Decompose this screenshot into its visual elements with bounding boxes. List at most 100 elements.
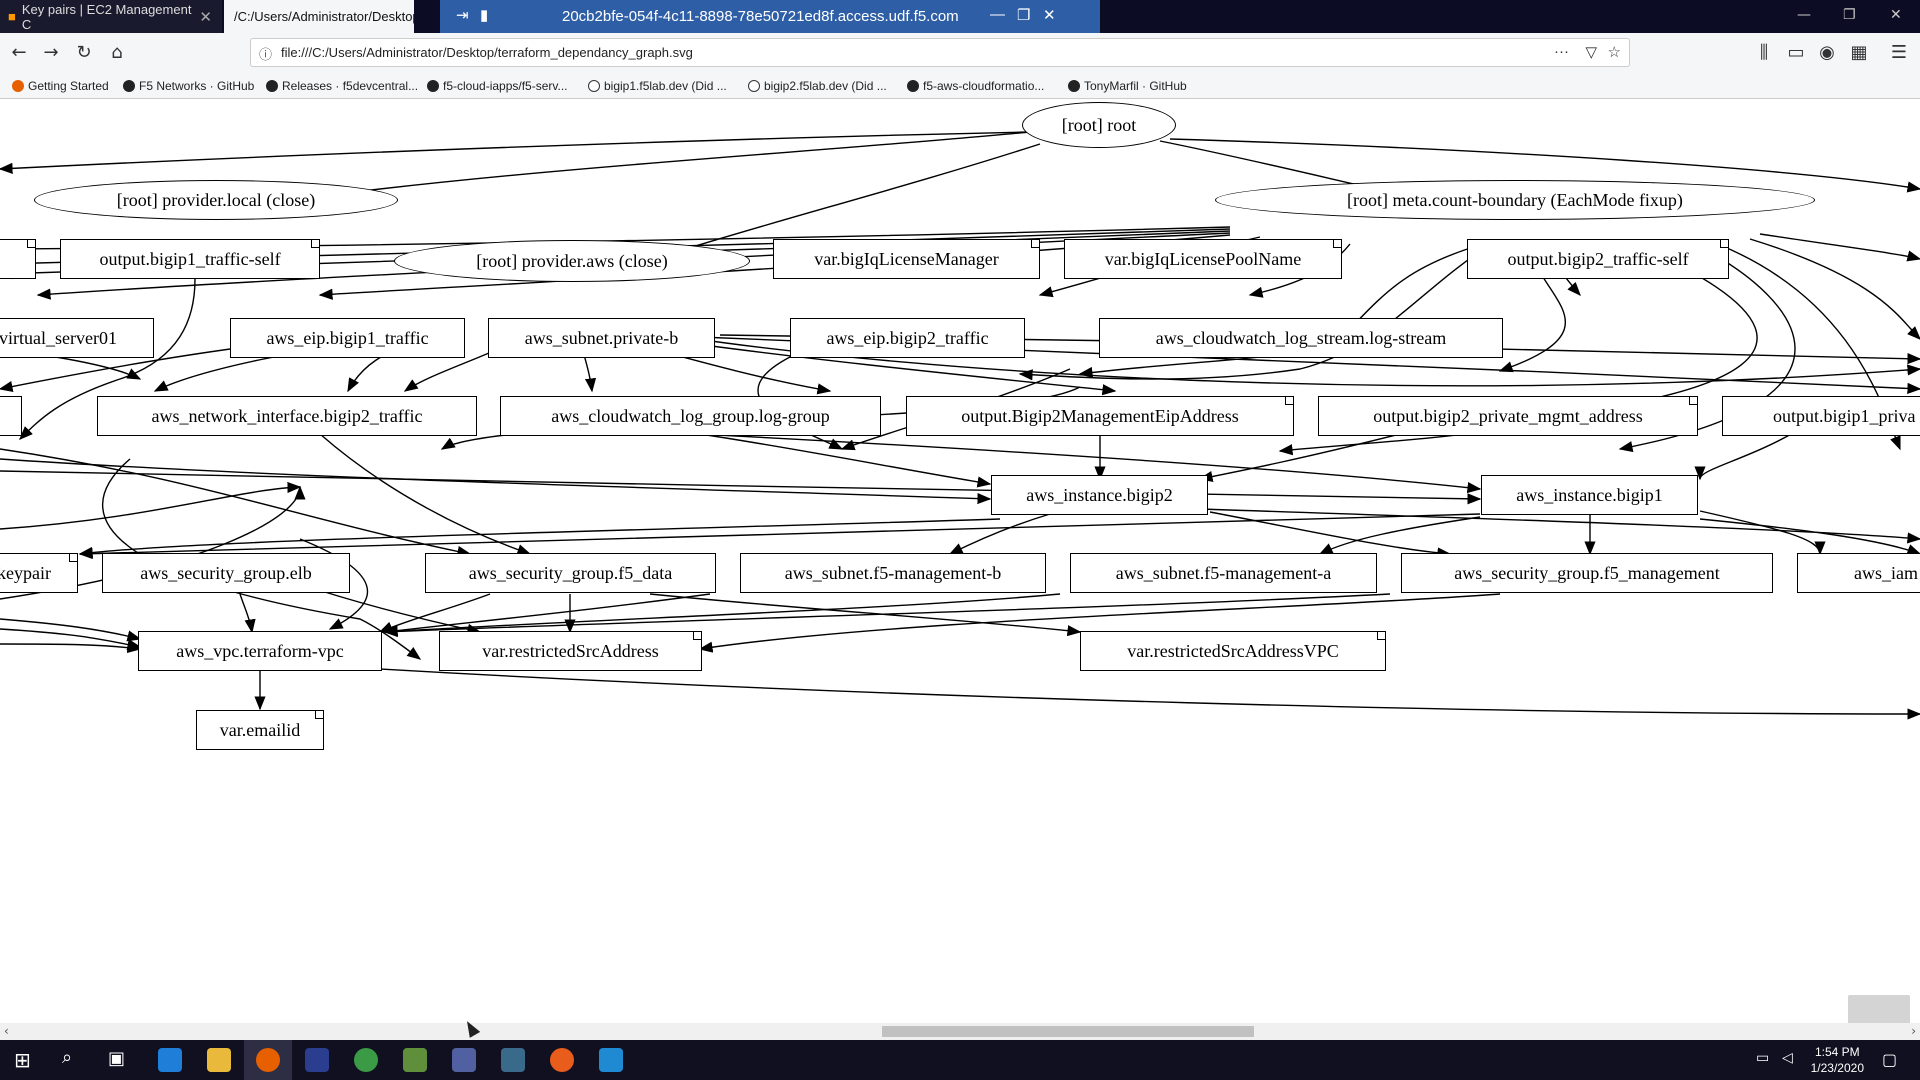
node-instance-bigip1[interactable]: aws_instance.bigip1: [1481, 475, 1698, 515]
node-instance-bigip2[interactable]: aws_instance.bigip2: [991, 475, 1208, 515]
url-bar[interactable]: ⓘ file:///C:/Users/Administrator/Desktop…: [250, 38, 1630, 67]
node-root[interactable]: [root] root: [1022, 102, 1176, 148]
globe-icon: [748, 80, 760, 92]
github-icon: [427, 80, 439, 92]
node-cloudwatch-log-stream[interactable]: aws_cloudwatch_log_stream.log-stream: [1099, 318, 1503, 358]
node-var-restricted-src-address-vpc[interactable]: var.restrictedSrcAddressVPC: [1080, 631, 1386, 671]
task-view-icon[interactable]: ▣: [108, 1048, 126, 1069]
node-cloudwatch-log-group[interactable]: aws_cloudwatch_log_group.log-group: [500, 396, 881, 436]
forward-icon[interactable]: →: [43, 42, 59, 63]
node-sg-f5-data[interactable]: aws_security_group.f5_data: [425, 553, 716, 593]
notifications-icon[interactable]: ▢: [1882, 1050, 1898, 1069]
pin-icon[interactable]: ⇥: [456, 7, 469, 24]
node-var-bigiq-license-manager[interactable]: var.bigIqLicenseManager: [773, 239, 1040, 279]
library-icon[interactable]: ⫼: [1759, 42, 1769, 63]
remote-session-bar: ⇥ ▮ 20cb2bfe-054f-4c11-8898-78e50721ed8f…: [440, 0, 1100, 33]
node-sg-elb[interactable]: aws_security_group.elb: [102, 553, 350, 593]
window-close-icon[interactable]: ✕: [1890, 7, 1902, 23]
node-subnet-f5-management-a[interactable]: aws_subnet.f5-management-a: [1070, 553, 1377, 593]
clock-time: 1:54 PM: [1814, 1045, 1860, 1059]
horizontal-scrollbar[interactable]: ‹ ›: [0, 1023, 1920, 1040]
node-eip-bigip2-traffic[interactable]: aws_eip.bigip2_traffic: [790, 318, 1025, 358]
clock[interactable]: 1:54 PM 1/23/2020: [1811, 1044, 1864, 1076]
window-restore-icon[interactable]: ❐: [1843, 7, 1856, 23]
bookmark-item[interactable]: f5-aws-cloudformatio...: [907, 79, 1044, 93]
scroll-right-icon[interactable]: ›: [1911, 1024, 1916, 1038]
scroll-left-icon[interactable]: ‹: [4, 1024, 9, 1038]
node-meta-count-boundary[interactable]: [root] meta.count-boundary (EachMode fix…: [1215, 180, 1815, 220]
scrollbar-thumb[interactable]: [882, 1026, 1254, 1037]
node-subnet-private-b[interactable]: aws_subnet.private-b: [488, 318, 715, 358]
node-output-bigip2-traffic-self[interactable]: output.bigip2_traffic-self: [1467, 239, 1729, 279]
node-iam[interactable]: aws_iam: [1797, 553, 1920, 593]
node-sg-f5-management[interactable]: aws_security_group.f5_management: [1401, 553, 1773, 593]
node-subnet-f5-management-b[interactable]: aws_subnet.f5-management-b: [740, 553, 1046, 593]
bookmark-item[interactable]: f5-cloud-iapps/f5-serv...: [427, 79, 568, 93]
graph-viewport: [root] root [root] provider.local (close…: [0, 99, 1920, 1023]
server-manager-icon[interactable]: [501, 1048, 525, 1072]
url-text[interactable]: file:///C:/Users/Administrator/Desktop/t…: [281, 45, 693, 60]
internet-explorer-icon[interactable]: [158, 1048, 182, 1072]
window-minimize-icon[interactable]: —: [1797, 7, 1811, 23]
node-virtual-server[interactable]: virtual_server01: [0, 318, 154, 358]
github-icon: [907, 80, 919, 92]
bookmark-item[interactable]: bigip1.f5lab.dev (Did ...: [588, 79, 727, 93]
back-icon[interactable]: ←: [11, 42, 27, 63]
node-var-emailid[interactable]: var.emailid: [196, 710, 324, 750]
node-output-bigip1-traffic-self[interactable]: output.bigip1_traffic-self: [60, 239, 320, 279]
node-var-bigiq-license-pool[interactable]: var.bigIqLicensePoolName: [1064, 239, 1342, 279]
tab-ec2-key-pairs[interactable]: ■ Key pairs | EC2 Management C ✕: [0, 0, 222, 33]
vscode-icon[interactable]: [599, 1048, 623, 1072]
bookmark-item[interactable]: Getting Started: [12, 79, 109, 93]
sidebar-icon[interactable]: ▭: [1787, 42, 1805, 63]
reload-icon[interactable]: ↻: [76, 42, 92, 63]
bookmark-item[interactable]: Releases · f5devcentral...: [266, 79, 418, 93]
node-network-interface-bigip2-traffic[interactable]: aws_network_interface.bigip2_traffic: [97, 396, 477, 436]
github-icon: [266, 80, 278, 92]
account-icon[interactable]: ◉: [1819, 42, 1835, 63]
bookmark-star-icon[interactable]: ☆: [1607, 44, 1621, 61]
menu-icon[interactable]: ☰: [1890, 42, 1908, 63]
bookmark-item[interactable]: bigip2.f5lab.dev (Did ...: [748, 79, 887, 93]
chrome-icon[interactable]: [354, 1048, 378, 1072]
tab-favicon-icon: ■: [8, 9, 16, 24]
node-var-restricted-src-address[interactable]: var.restrictedSrcAddress: [439, 631, 702, 671]
pocket-icon[interactable]: ▽: [1585, 44, 1597, 61]
node-provider-aws[interactable]: [root] provider.aws (close): [394, 240, 750, 282]
node-partial[interactable]: [0, 396, 22, 436]
restore-icon[interactable]: ❐: [1017, 7, 1031, 24]
windows-start-icon[interactable]: ⊞: [14, 1048, 31, 1072]
search-icon[interactable]: ⌕: [62, 1047, 73, 1068]
node-partial[interactable]: [0, 239, 36, 279]
powershell-icon[interactable]: [305, 1048, 329, 1072]
close-icon[interactable]: ✕: [1043, 7, 1056, 24]
network-icon[interactable]: ▭: [1756, 1050, 1770, 1066]
node-eip-bigip1-traffic[interactable]: aws_eip.bigip1_traffic: [230, 318, 465, 358]
node-vpc-terraform-vpc[interactable]: aws_vpc.terraform-vpc: [138, 631, 382, 671]
bookmark-item[interactable]: TonyMarfil · GitHub: [1068, 79, 1187, 93]
info-icon[interactable]: ⓘ: [259, 47, 273, 62]
volume-icon[interactable]: ◁: [1782, 1050, 1793, 1066]
tab-dependency-graph[interactable]: /C:/Users/Administrator/Desktop: [224, 0, 414, 33]
github-icon: [123, 80, 135, 92]
node-output-bigip1-private[interactable]: output.bigip1_priva: [1722, 396, 1920, 436]
title-bar: ■ Key pairs | EC2 Management C ✕ /C:/Use…: [0, 0, 1920, 33]
tab-label: /C:/Users/Administrator/Desktop: [234, 9, 414, 24]
taskbar: ⊞ ⌕ ▣ ▭ ◁ 1:54 PM 1/23/2020 ▢: [0, 1040, 1920, 1080]
firefox-icon[interactable]: [256, 1048, 280, 1072]
minimize-icon[interactable]: —: [990, 6, 1005, 23]
remote-desktop-icon[interactable]: [452, 1048, 476, 1072]
notepad-icon[interactable]: [403, 1048, 427, 1072]
extensions-icon[interactable]: ▦: [1850, 42, 1868, 63]
floating-toolbar[interactable]: [1848, 995, 1910, 1025]
postman-icon[interactable]: [550, 1048, 574, 1072]
close-icon[interactable]: ✕: [199, 8, 212, 26]
bookmark-item[interactable]: F5 Networks · GitHub: [123, 79, 254, 93]
page-actions-icon[interactable]: ···: [1554, 43, 1569, 60]
file-explorer-icon[interactable]: [207, 1048, 231, 1072]
node-output-bigip2-private-mgmt[interactable]: output.bigip2_private_mgmt_address: [1318, 396, 1698, 436]
node-provider-local[interactable]: [root] provider.local (close): [34, 180, 398, 220]
home-icon[interactable]: ⌂: [111, 42, 123, 63]
node-output-bigip2-mgmt-eip[interactable]: output.Bigip2ManagementEipAddress: [906, 396, 1294, 436]
node-keypair[interactable]: keypair: [0, 553, 78, 593]
